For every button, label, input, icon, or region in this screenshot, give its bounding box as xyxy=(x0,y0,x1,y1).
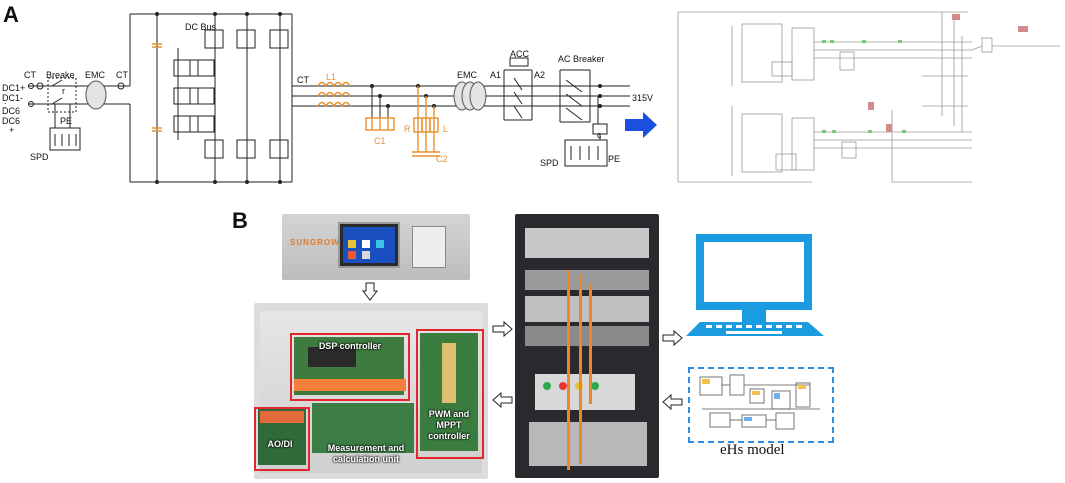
pe-label-2: PE xyxy=(608,154,620,164)
breaker-label: Breake xyxy=(46,70,75,80)
down-arrow-icon xyxy=(361,282,379,301)
ct-label-3: CT xyxy=(297,75,309,85)
hmi-screen xyxy=(338,222,400,268)
l-label: L xyxy=(443,124,448,134)
c-mark-label: c xyxy=(597,130,602,140)
ct-label-1: CT xyxy=(24,70,36,80)
panel-label-a: A xyxy=(3,2,19,27)
right-arrow-icon-1 xyxy=(492,320,513,338)
c2-label: C2 xyxy=(436,154,448,164)
spd-label-1: SPD xyxy=(30,152,49,162)
controller-cabinet-photo: DSP controller AO/DI Measurement and cal… xyxy=(254,303,488,479)
left-arrow-icon-2 xyxy=(662,393,683,411)
dc1-minus-label: DC1- xyxy=(2,93,23,103)
device-label-plate xyxy=(412,226,446,268)
acc-label: ACC xyxy=(510,49,530,59)
ac-breaker-label: AC Breaker xyxy=(558,54,605,64)
pe-label-1: PE xyxy=(60,116,72,126)
spd-label-2: SPD xyxy=(540,158,559,168)
breaker-r-label: r xyxy=(62,86,65,96)
ehs-model-label: eHs model xyxy=(720,442,785,458)
pwm-mppt-label: PWM and MPPT controller xyxy=(428,409,470,441)
inverter-schematic: DC1+ DC1- : DC6 DC6 + CT Breake r EMC CT… xyxy=(2,12,653,184)
a2-label: A2 xyxy=(534,70,545,80)
hmi-panel-photo: SUNGROW xyxy=(282,214,470,280)
dc6-label-2: DC6 xyxy=(2,116,20,126)
left-arrow-icon-1 xyxy=(492,391,513,409)
aodi-box xyxy=(254,407,310,471)
dc1-plus-label: DC1+ xyxy=(2,83,25,93)
emc-label-1: EMC xyxy=(85,70,106,80)
dsp-controller-box xyxy=(290,333,410,401)
aodi-label: AO/DI xyxy=(267,439,293,449)
dc6-label-1: DC6 xyxy=(2,106,20,116)
dsp-controller-label: DSP controller xyxy=(318,341,382,351)
a1-label: A1 xyxy=(490,70,501,80)
r-label: R xyxy=(404,124,411,134)
computer-monitor-icon xyxy=(686,234,824,336)
emc-label-2: EMC xyxy=(457,70,478,80)
c1-label: C1 xyxy=(374,136,386,146)
dc-bus-label: DC Bus xyxy=(185,22,217,32)
simulation-schematic xyxy=(677,11,1060,183)
blue-right-arrow-icon xyxy=(625,112,657,138)
ehs-model-box xyxy=(688,367,834,443)
ehs-model-schematic xyxy=(699,374,820,430)
measurement-label: Measurement and calculation unit xyxy=(327,443,405,464)
rtds-rack-photo xyxy=(515,214,659,478)
dc-ellipsis-label: : xyxy=(4,100,7,110)
dc-plus-label: + xyxy=(9,125,14,135)
l1-label: L1 xyxy=(326,72,336,82)
voltage-label: 315V xyxy=(632,93,653,103)
panel-label-b: B xyxy=(232,208,248,233)
brand-logo: SUNGROW xyxy=(290,238,340,247)
ct-label-2: CT xyxy=(116,70,128,80)
right-arrow-icon-2 xyxy=(662,329,683,347)
pwm-mppt-box xyxy=(416,329,484,459)
